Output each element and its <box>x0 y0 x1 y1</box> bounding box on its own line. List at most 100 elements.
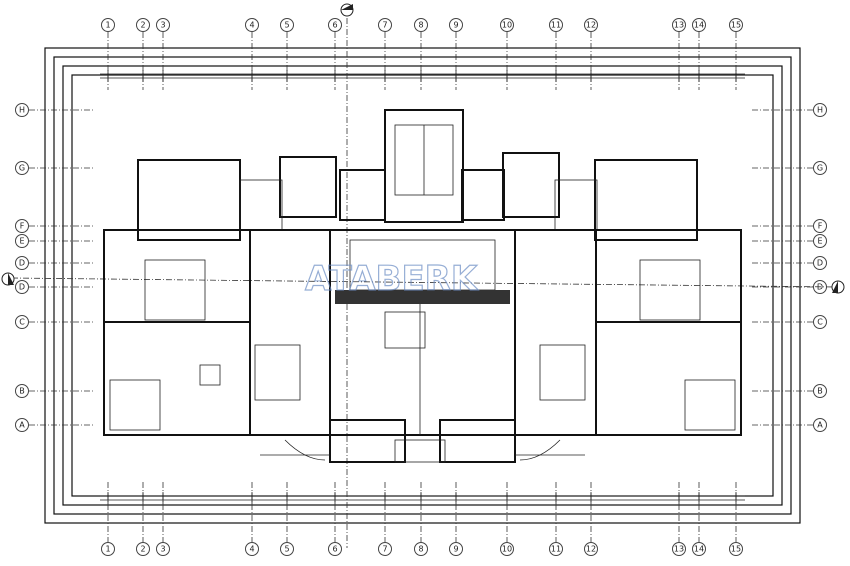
column-grid-label: 13 <box>674 21 684 30</box>
column-grid-bubble: 15 <box>729 18 743 32</box>
row-grid-bubble: D <box>813 256 827 270</box>
row-grid-label: D <box>19 283 25 292</box>
column-grid-bubble: 8 <box>414 18 428 32</box>
column-grid-bubble: 14 <box>692 542 706 556</box>
row-grid-bubble: C <box>813 315 827 329</box>
row-grid-label: D <box>817 259 823 268</box>
column-grid-label: 10 <box>502 545 512 554</box>
row-grid-label: B <box>817 387 823 396</box>
building-plan <box>103 109 742 463</box>
column-grid-bubble: 2 <box>136 18 150 32</box>
grid-bubbles: 1122334455667788991010111112121313141415… <box>15 18 827 556</box>
column-grid-bubble: 11 <box>549 542 563 556</box>
row-grid-label: G <box>817 164 823 173</box>
column-grid-bubble: 13 <box>672 542 686 556</box>
column-grid-bubble: 15 <box>729 542 743 556</box>
column-grid-label: 15 <box>731 545 741 554</box>
column-grid-bubble: 5 <box>280 18 294 32</box>
column-grid-bubble: 8 <box>414 542 428 556</box>
column-grid-bubble: 1 <box>101 18 115 32</box>
row-grid-bubble: C <box>15 315 29 329</box>
row-grid-bubble: H <box>813 103 827 117</box>
column-grid-bubble: 6 <box>328 18 342 32</box>
column-grid-bubble: 12 <box>584 18 598 32</box>
column-grid-label: 8 <box>418 545 423 554</box>
row-grid-bubble: E <box>15 234 29 248</box>
column-grid-label: 14 <box>694 21 704 30</box>
row-grid-label: H <box>19 106 25 115</box>
row-grid-bubble: F <box>813 219 827 233</box>
column-grid-label: 6 <box>332 21 337 30</box>
column-grid-label: 10 <box>502 21 512 30</box>
row-grid-label: D <box>19 259 25 268</box>
watermark-logo: ATABERK <box>305 259 479 299</box>
row-grid-bubble: G <box>15 161 29 175</box>
section-markers <box>1 3 845 548</box>
column-grid-label: 12 <box>586 545 596 554</box>
column-grid-bubble: 5 <box>280 542 294 556</box>
column-grid-label: 11 <box>551 21 561 30</box>
row-grid-label: H <box>817 106 823 115</box>
row-grid-label: C <box>817 318 823 327</box>
column-grid-bubble: 7 <box>378 18 392 32</box>
column-grid-bubble: 4 <box>245 18 259 32</box>
column-grid-label: 11 <box>551 545 561 554</box>
grid-lines <box>29 32 813 542</box>
column-grid-label: 4 <box>249 545 254 554</box>
column-grid-label: 12 <box>586 21 596 30</box>
column-grid-bubble: 12 <box>584 542 598 556</box>
row-grid-label: E <box>19 237 24 246</box>
column-grid-bubble: 1 <box>101 542 115 556</box>
column-grid-bubble: 2 <box>136 542 150 556</box>
row-grid-bubble: A <box>813 418 827 432</box>
column-grid-label: 13 <box>674 545 684 554</box>
row-grid-bubble: F <box>15 219 29 233</box>
column-grid-label: 1 <box>105 545 110 554</box>
column-grid-bubble: 7 <box>378 542 392 556</box>
row-grid-bubble: B <box>15 384 29 398</box>
column-grid-label: 15 <box>731 21 741 30</box>
column-grid-label: 4 <box>249 21 254 30</box>
row-grid-bubble: D <box>15 280 29 294</box>
column-grid-bubble: 10 <box>500 542 514 556</box>
column-grid-bubble: 3 <box>156 542 170 556</box>
column-grid-bubble: 4 <box>245 542 259 556</box>
row-grid-label: E <box>817 237 822 246</box>
column-grid-bubble: 3 <box>156 18 170 32</box>
column-grid-label: 1 <box>105 21 110 30</box>
column-grid-label: 7 <box>382 21 387 30</box>
column-grid-label: 14 <box>694 545 704 554</box>
column-grid-label: 9 <box>453 545 458 554</box>
row-grid-bubble: B <box>813 384 827 398</box>
column-grid-bubble: 11 <box>549 18 563 32</box>
column-grid-label: 7 <box>382 545 387 554</box>
row-grid-bubble: G <box>813 161 827 175</box>
row-grid-label: C <box>19 318 25 327</box>
column-grid-bubble: 13 <box>672 18 686 32</box>
column-grid-label: 5 <box>284 21 289 30</box>
row-grid-bubble: A <box>15 418 29 432</box>
row-grid-bubble: H <box>15 103 29 117</box>
column-grid-bubble: 14 <box>692 18 706 32</box>
row-grid-label: B <box>19 387 25 396</box>
column-grid-label: 9 <box>453 21 458 30</box>
column-grid-label: 8 <box>418 21 423 30</box>
column-grid-bubble: 10 <box>500 18 514 32</box>
column-grid-label: 2 <box>140 545 145 554</box>
row-grid-label: G <box>19 164 25 173</box>
row-grid-label: F <box>818 222 823 231</box>
column-grid-label: 3 <box>160 21 165 30</box>
row-grid-bubble: E <box>813 234 827 248</box>
column-grid-label: 2 <box>140 21 145 30</box>
row-grid-label: A <box>817 421 823 430</box>
row-grid-bubble: D <box>15 256 29 270</box>
column-grid-label: 6 <box>332 545 337 554</box>
column-grid-label: 5 <box>284 545 289 554</box>
column-grid-bubble: 9 <box>449 18 463 32</box>
column-grid-bubble: 6 <box>328 542 342 556</box>
row-grid-label: A <box>19 421 25 430</box>
column-grid-label: 3 <box>160 545 165 554</box>
column-grid-bubble: 9 <box>449 542 463 556</box>
row-grid-label: F <box>20 222 25 231</box>
